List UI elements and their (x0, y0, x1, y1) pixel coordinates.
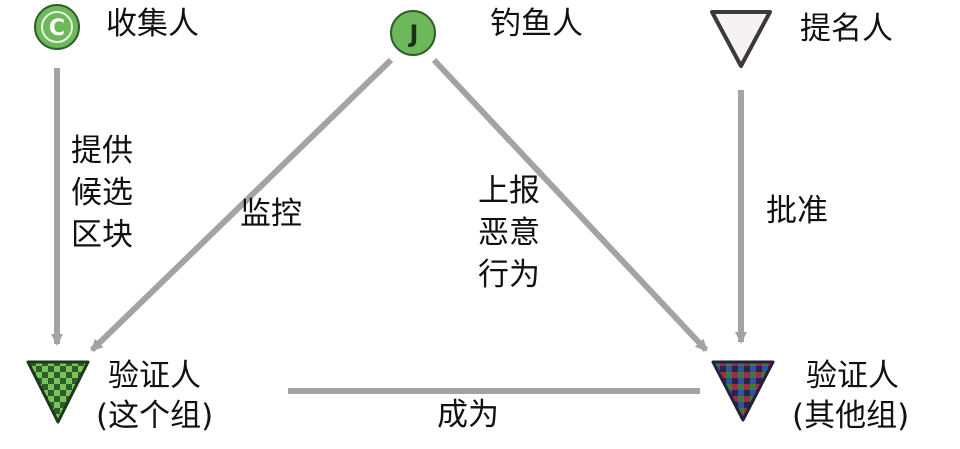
svg-text:C: C (49, 16, 65, 41)
edge-label-provide-block-line: 提供 (71, 133, 133, 169)
edge-label-provide-block-line: 区块 (71, 217, 133, 254)
validator-this-line2: (这个组) (96, 398, 214, 435)
edge-label-report-line: 上报 (478, 173, 540, 209)
validator-other-line1: 验证人 (806, 358, 899, 394)
down-triangle-icon (710, 10, 772, 68)
validator-this-label: 验证人 (这个组) (96, 356, 213, 437)
checkered-triangle-multicolor-icon (711, 360, 775, 422)
arrow-fisherman-to-validator-other (431, 57, 709, 353)
edge-label-become: 成为 (437, 397, 499, 433)
edge-label-approve: 批准 (766, 193, 828, 229)
arrow-fisherman-to-validator-this (89, 57, 394, 353)
svg-text:J: J (408, 20, 419, 48)
edge-label-report-line: 行为 (478, 257, 540, 294)
edge-label-monitor: 监控 (240, 196, 302, 232)
collector-label: 收集人 (106, 6, 199, 42)
edge-label-report: 上报 恶意 行为 (478, 170, 540, 296)
nominator-label: 提名人 (800, 11, 893, 47)
edge-label-provide-block-line: 候选 (71, 175, 133, 212)
checkered-triangle-green-icon (26, 360, 90, 424)
validator-this-line1: 验证人 (108, 358, 201, 394)
c-circle-icon: C (34, 4, 80, 50)
validator-other-label: 验证人 (其他组) (792, 356, 909, 437)
validator-other-line2: (其他组) (792, 398, 910, 435)
edge-label-provide-block: 提供 候选 区块 (71, 130, 133, 256)
fishhook-circle-icon: J (390, 10, 436, 56)
edge-label-report-line: 恶意 (478, 215, 540, 252)
fisherman-label: 钓鱼人 (490, 6, 583, 42)
